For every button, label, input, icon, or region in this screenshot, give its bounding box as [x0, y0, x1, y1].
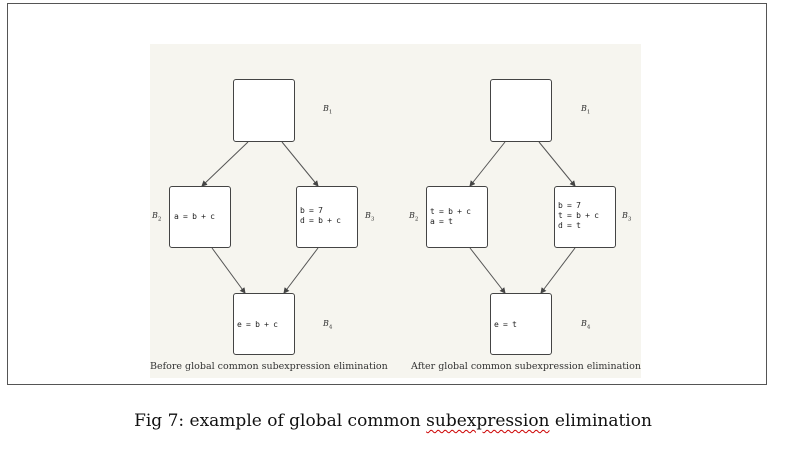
- before-block-b1: [233, 79, 295, 142]
- edge-b3-b4-before: [283, 247, 319, 294]
- edge-b1-b3-before: [281, 141, 319, 187]
- caption-flagged-word: subexpression: [426, 411, 550, 431]
- before-b3-line-1: b = 7: [300, 206, 323, 215]
- edge-b1-b3-after: [538, 141, 576, 187]
- after-b3-line-2: t = b + c: [558, 211, 599, 220]
- after-block-b4: e = t: [490, 293, 552, 355]
- edge-b1-b2-before: [201, 141, 249, 187]
- after-b3-line-3: d = t: [558, 221, 581, 230]
- before-label-b4: B4: [323, 319, 333, 331]
- after-b4-line-1: e = t: [494, 320, 517, 329]
- before-label-b3: B3: [365, 211, 375, 223]
- edge-b2-b4-after: [469, 247, 506, 294]
- edge-b3-b4-after: [540, 247, 576, 294]
- edge-b1-b2-after: [469, 141, 506, 187]
- after-block-b1: [490, 79, 552, 142]
- figure-caption: Fig 7: example of global common subexpre…: [0, 411, 786, 431]
- after-caption: After global common subexpression elimin…: [411, 361, 641, 372]
- after-b3-line-1: b = 7: [558, 201, 581, 210]
- after-b2-line-2: a = t: [430, 217, 453, 226]
- after-block-b2: t = b + c a = t: [426, 186, 488, 248]
- after-label-b4: B4: [581, 319, 591, 331]
- after-label-b1: B1: [581, 104, 591, 116]
- caption-prefix: Fig 7: example of global common: [134, 411, 427, 431]
- before-caption: Before global common subexpression elimi…: [150, 361, 388, 372]
- after-label-b2: B2: [409, 211, 419, 223]
- before-label-b2: B2: [152, 211, 162, 223]
- caption-suffix: elimination: [549, 411, 652, 431]
- before-b2-line-1: a = b + c: [174, 212, 215, 221]
- before-b3-line-2: d = b + c: [300, 216, 341, 225]
- before-b4-line-1: e = b + c: [237, 320, 278, 329]
- before-block-b3: b = 7 d = b + c: [296, 186, 358, 248]
- edge-b2-b4-before: [211, 247, 246, 294]
- before-label-b1: B1: [323, 104, 333, 116]
- before-block-b4: e = b + c: [233, 293, 295, 355]
- after-block-b3: b = 7 t = b + c d = t: [554, 186, 616, 248]
- before-block-b2: a = b + c: [169, 186, 231, 248]
- after-b2-line-1: t = b + c: [430, 207, 471, 216]
- after-label-b3: B3: [622, 211, 632, 223]
